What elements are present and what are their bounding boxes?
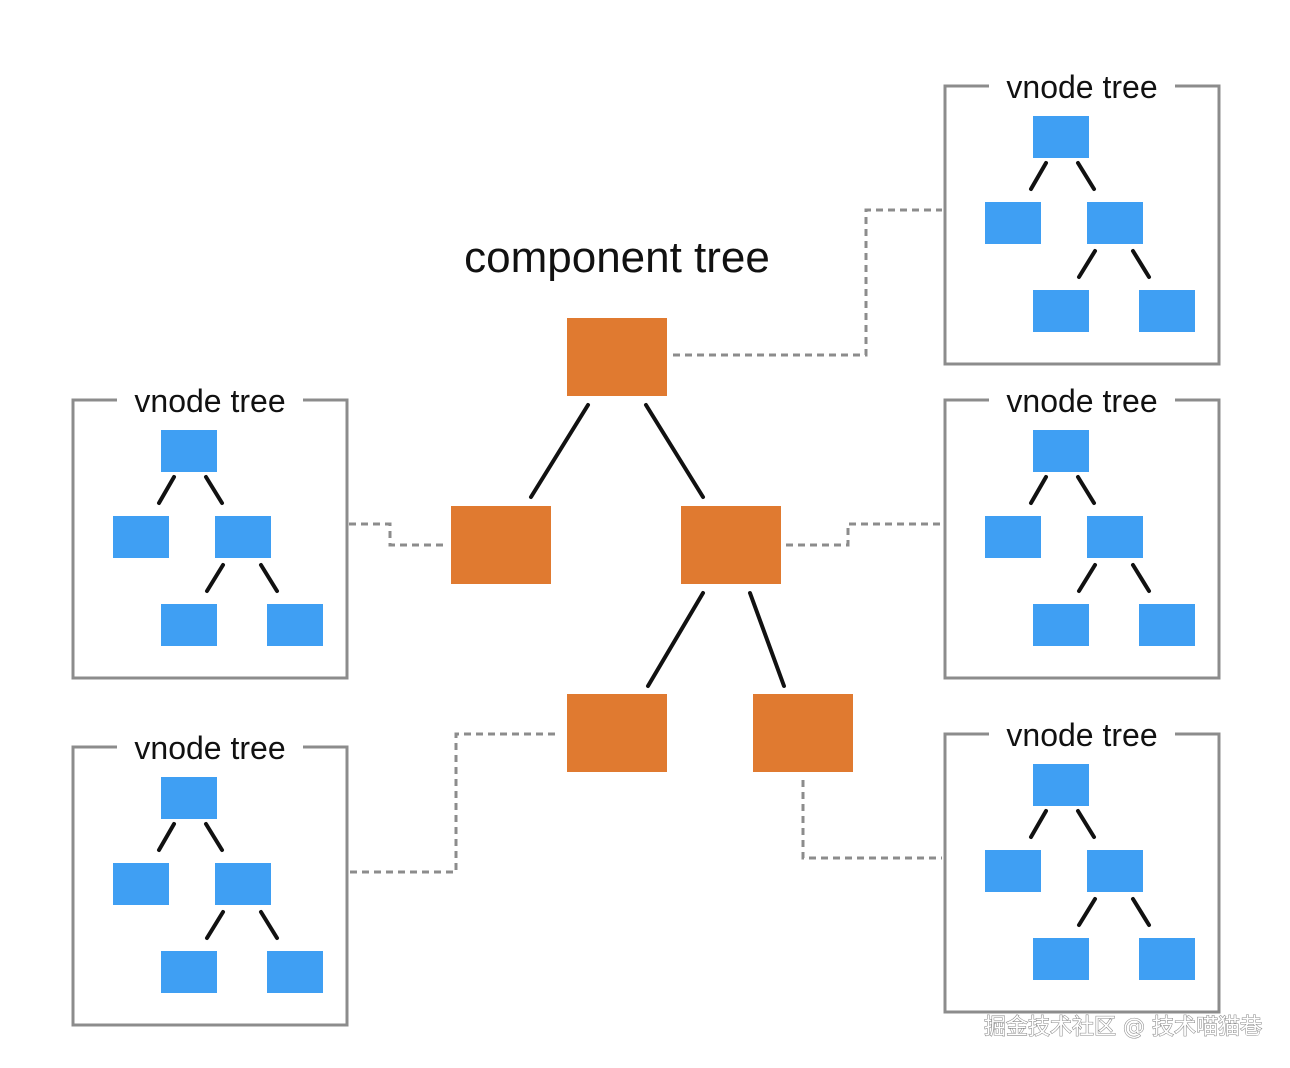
vnode-grandchild-left <box>161 951 217 993</box>
vnode-edge <box>205 910 225 940</box>
vnode-grandchild-right <box>1139 604 1195 646</box>
vnode-root <box>161 777 217 819</box>
vnode-edge <box>1077 563 1097 593</box>
vnode-tree-label: vnode tree <box>134 730 285 766</box>
vnode-child-right <box>1087 202 1143 244</box>
vnode-tree-left-lower: vnode tree <box>71 730 349 1027</box>
connector-right-to-right-middle <box>786 522 942 547</box>
vnode-edge <box>259 910 279 940</box>
vnode-edge <box>1076 475 1096 505</box>
component-edges <box>529 403 786 688</box>
vnode-child-left <box>985 516 1041 558</box>
vnode-tree-label: vnode tree <box>1006 717 1157 753</box>
vnode-edge <box>1131 563 1151 593</box>
vnode-edge <box>1029 475 1048 505</box>
vnode-child-left <box>113 516 169 558</box>
vnode-edge <box>205 563 225 593</box>
edge-right-grandchild-right <box>748 591 786 688</box>
connector-grandchild-left-to-left-lower <box>349 732 555 874</box>
vnode-edge <box>157 822 176 852</box>
component-nodes <box>451 318 853 772</box>
vnode-child-right <box>1087 850 1143 892</box>
vnode-edge <box>1029 809 1048 839</box>
vnode-child-left <box>113 863 169 905</box>
diagram-title: component tree <box>464 233 770 282</box>
vnode-grandchild-right <box>267 951 323 993</box>
vnode-trees: vnode tree vnode tree vnode tree vnode tree… <box>71 69 1221 1027</box>
edge-right-grandchild-left <box>646 591 705 688</box>
vnode-tree-label-gap <box>117 386 303 414</box>
vnode-tree-left-upper: vnode tree <box>71 383 349 680</box>
vnode-grandchild-right <box>1139 938 1195 980</box>
vnode-edge <box>1077 249 1097 279</box>
vnode-tree-label-gap <box>989 720 1175 748</box>
connector-root-to-right-top <box>673 208 942 357</box>
vnode-root <box>1033 116 1089 158</box>
vnode-edge <box>1131 249 1151 279</box>
component-node-left <box>451 506 551 584</box>
vnode-child-left <box>985 202 1041 244</box>
vnode-edge <box>204 475 224 505</box>
vnode-grandchild-right <box>1139 290 1195 332</box>
vnode-tree-label-gap <box>117 733 303 761</box>
component-node-grandchild-right <box>753 694 853 772</box>
vnode-edge <box>259 563 279 593</box>
vnode-root <box>1033 764 1089 806</box>
vnode-tree-label-gap <box>989 386 1175 414</box>
component-node-grandchild-left <box>567 694 667 772</box>
watermark: 掘金技术社区 @ 技术喵猫巷 <box>984 1015 1262 1040</box>
vnode-child-right <box>1087 516 1143 558</box>
vnode-tree-label: vnode tree <box>1006 383 1157 419</box>
vnode-tree-label: vnode tree <box>1006 69 1157 105</box>
vnode-edge <box>1076 809 1096 839</box>
vnode-tree-right-middle: vnode tree <box>943 383 1221 680</box>
vnode-tree-right-bottom: vnode tree <box>943 717 1221 1014</box>
vnode-tree-right-top: vnode tree <box>943 69 1221 366</box>
component-node-root <box>567 318 667 396</box>
edge-root-right <box>644 403 705 499</box>
vnode-grandchild-left <box>161 604 217 646</box>
edge-root-left <box>529 403 590 499</box>
vnode-edge <box>1131 897 1151 927</box>
vnode-edge <box>204 822 224 852</box>
vnode-grandchild-left <box>1033 938 1089 980</box>
connector-grandchild-right-to-right-bottom <box>801 780 942 860</box>
vnode-child-left <box>985 850 1041 892</box>
vnode-tree-label-gap <box>989 72 1175 100</box>
component-node-right <box>681 506 781 584</box>
connectors <box>349 208 942 874</box>
vnode-child-right <box>215 863 271 905</box>
vnode-tree-label: vnode tree <box>134 383 285 419</box>
vnode-grandchild-left <box>1033 604 1089 646</box>
vnode-child-right <box>215 516 271 558</box>
connector-left-to-left-upper <box>349 522 446 547</box>
vnode-edge <box>1077 897 1097 927</box>
vnode-edge <box>157 475 176 505</box>
vnode-root <box>1033 430 1089 472</box>
vnode-edge <box>1029 161 1048 191</box>
vnode-grandchild-left <box>1033 290 1089 332</box>
vnode-grandchild-right <box>267 604 323 646</box>
vnode-edge <box>1076 161 1096 191</box>
vnode-root <box>161 430 217 472</box>
